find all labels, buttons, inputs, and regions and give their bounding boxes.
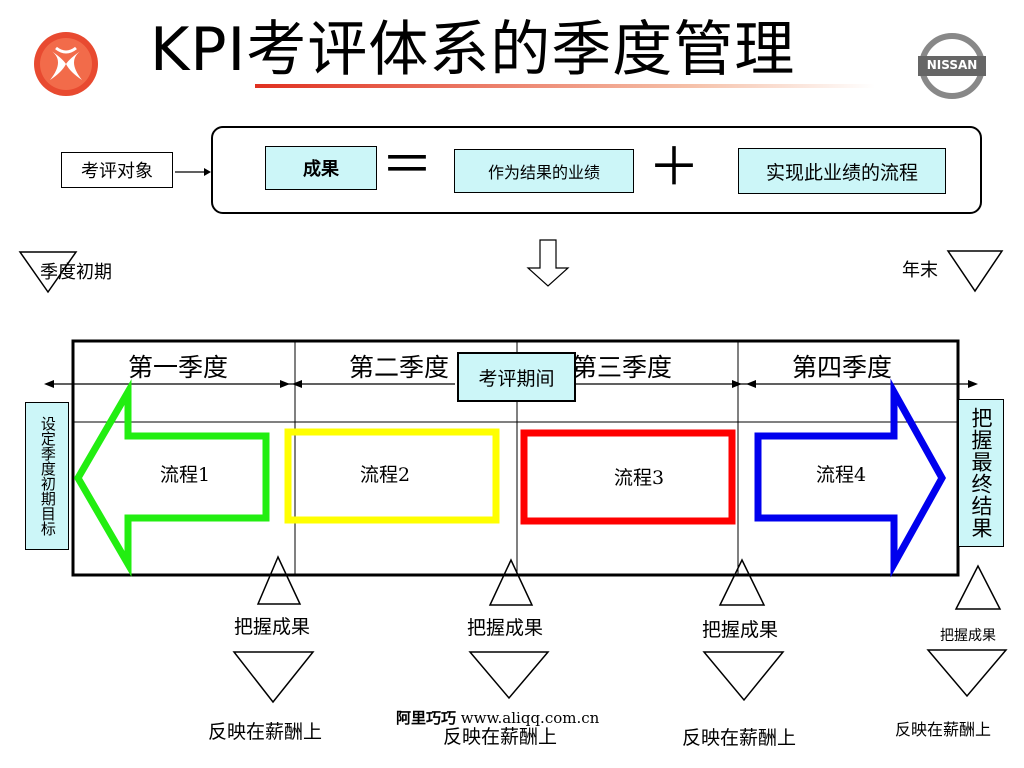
down-arrow (526, 239, 570, 287)
start-marker-icon (18, 251, 78, 294)
title-underline (255, 84, 875, 88)
right-side-text: 把握最终结果 (969, 407, 994, 539)
grasp-label-2: 把握成果 (467, 617, 544, 639)
reflect-label-2: 反映在薪酬上 (443, 726, 558, 748)
plus-sign: ＋ (648, 138, 701, 198)
watermark-url: www.aliqq.com.cn (460, 709, 600, 727)
right-side-label: 把握最终结果 (958, 399, 1004, 547)
grasp-triangles (256, 555, 1002, 610)
start-marker-label: 季度初期 (40, 262, 112, 283)
process-3-label: 流程3 (614, 467, 665, 489)
nissan-logo-text: NISSAN (926, 58, 978, 72)
performance-box: 作为结果的业绩 (454, 149, 634, 193)
process-3-box (520, 429, 736, 525)
result-box: 成果 (265, 146, 377, 190)
process-box: 实现此业绩的流程 (738, 148, 946, 194)
reflect-triangles (232, 649, 1008, 704)
quarter-2-header: 第二季度 (349, 353, 450, 382)
reflect-label-1: 反映在薪酬上 (208, 721, 323, 743)
process-2-label: 流程2 (360, 464, 411, 486)
formula-container (211, 126, 982, 214)
dongfeng-logo (34, 32, 98, 96)
quarter-3-header: 第三季度 (572, 353, 673, 382)
quarter-4-header: 第四季度 (792, 353, 893, 382)
process-2-box (284, 428, 500, 524)
process-4-label: 流程4 (816, 464, 867, 486)
subject-label: 考评对象 (61, 152, 173, 188)
reflect-label-3: 反映在薪酬上 (682, 727, 797, 749)
nissan-logo (918, 33, 986, 99)
page-title: KPI考评体系的季度管理 (150, 15, 796, 85)
end-marker-label: 年末 (902, 260, 938, 281)
end-marker-icon (946, 250, 1004, 293)
process-4-arrow (754, 378, 947, 578)
left-side-label: 设定季度初期目标 (25, 402, 69, 550)
grasp-label-3: 把握成果 (702, 619, 779, 641)
watermark-brand: 阿里巧巧 (396, 709, 457, 727)
left-side-text: 设定季度初期目标 (38, 416, 57, 536)
grasp-label-4: 把握成果 (940, 628, 996, 644)
equals-sign: ＝ (381, 136, 434, 196)
process-1-arrow (73, 379, 270, 577)
period-label: 考评期间 (457, 352, 576, 402)
reflect-label-4: 反映在薪酬上 (895, 720, 992, 739)
quarter-1-header: 第一季度 (128, 353, 229, 382)
process-1-label: 流程1 (160, 464, 211, 486)
watermark: 阿里巧巧 www.aliqq.com.cn (396, 707, 599, 728)
grasp-label-1: 把握成果 (234, 616, 311, 638)
